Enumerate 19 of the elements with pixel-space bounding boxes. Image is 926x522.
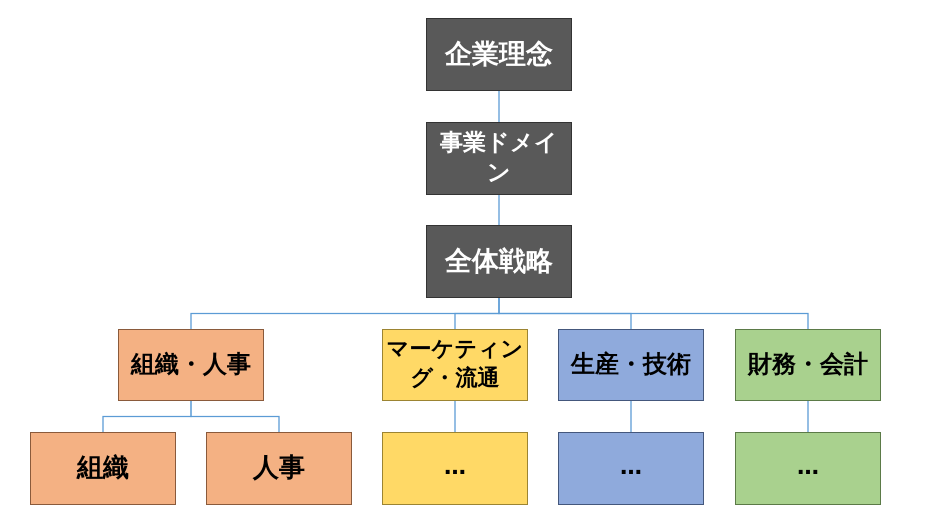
sub-item-box: 組織 bbox=[30, 432, 176, 505]
sub-item-box: … bbox=[735, 432, 881, 505]
sub-item-box: … bbox=[558, 432, 704, 505]
sub-item-box: 人事 bbox=[206, 432, 352, 505]
hierarchy-box: 全体戦略 bbox=[426, 225, 572, 298]
hierarchy-box: 企業理念 bbox=[426, 18, 572, 91]
connector-line bbox=[454, 401, 456, 432]
connector-line bbox=[498, 298, 809, 329]
sub-item-box: … bbox=[382, 432, 528, 505]
hierarchy-box: 事業ドメイン bbox=[426, 122, 572, 195]
connector-line bbox=[190, 401, 280, 432]
department-box: 財務・会計 bbox=[735, 329, 881, 401]
connector-line bbox=[630, 401, 632, 432]
connector-line bbox=[807, 401, 809, 432]
department-box: 生産・技術 bbox=[558, 329, 704, 401]
connector-line bbox=[498, 91, 500, 122]
connector-line bbox=[498, 195, 500, 225]
department-box: 組織・人事 bbox=[118, 329, 264, 401]
department-box: マーケティング・流通 bbox=[382, 329, 528, 401]
